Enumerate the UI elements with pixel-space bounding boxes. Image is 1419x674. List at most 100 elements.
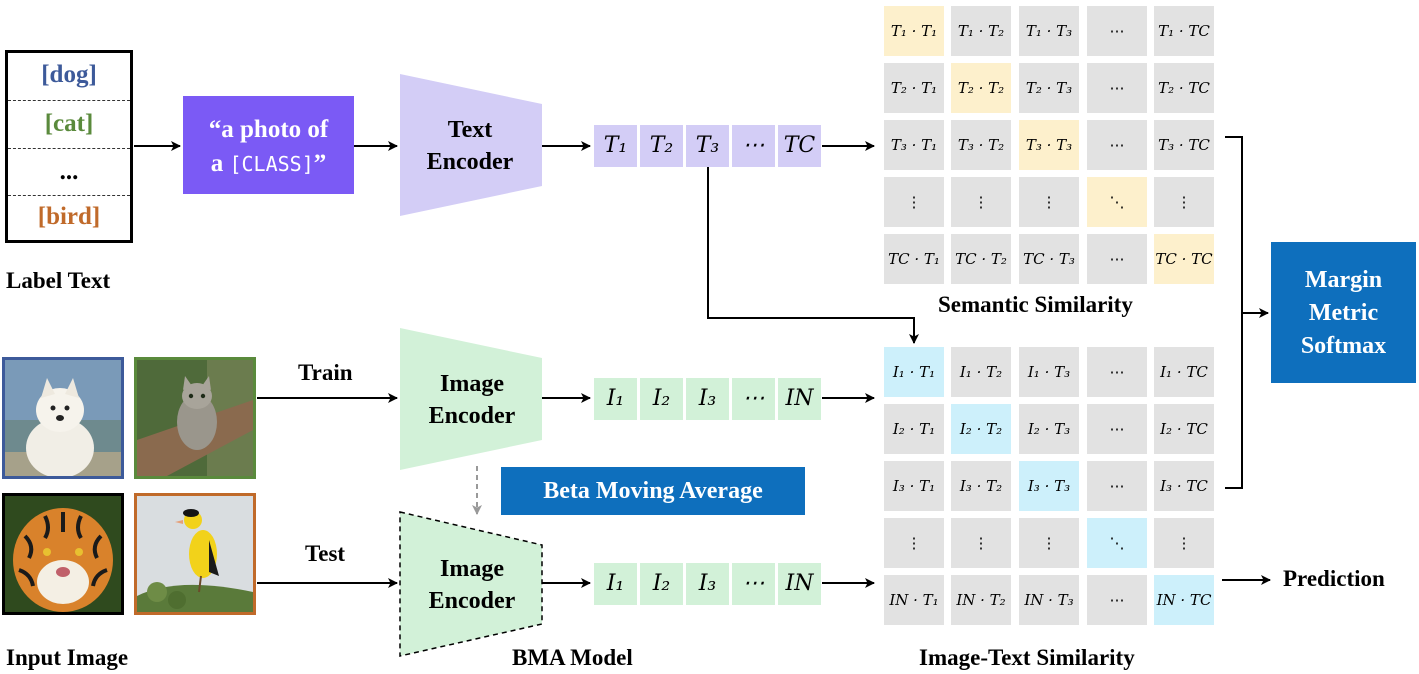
matrix-cell: ⋮ bbox=[951, 518, 1011, 568]
prediction-label: Prediction bbox=[1283, 566, 1385, 591]
matrix-cell: I₂ · T₁ bbox=[884, 404, 944, 454]
matrix-cell: I₃ · T₁ bbox=[884, 461, 944, 511]
image-encoder-shape bbox=[400, 328, 542, 470]
margin-metric-softmax-box: Margin Metric Softmax bbox=[1271, 242, 1416, 383]
matrix-cell: ⋯ bbox=[1087, 63, 1147, 113]
cat-photo bbox=[134, 357, 256, 479]
semantic-similarity-caption: Semantic Similarity bbox=[938, 292, 1133, 317]
label-text-box: [dog] [cat] ... [bird] bbox=[5, 50, 133, 243]
test-label: Test bbox=[305, 541, 346, 566]
label-bird: [bird] bbox=[37, 203, 101, 230]
matrix-cell: I₁ · T₂ bbox=[951, 347, 1011, 397]
image-token-2: I₃ bbox=[686, 563, 729, 605]
beta-moving-average-box: Beta Moving Average bbox=[501, 467, 805, 515]
matrix-cell: T𝐶 · T₃ bbox=[1019, 234, 1079, 284]
bma-model-caption: BMA Model bbox=[512, 645, 633, 670]
image-token-3: ⋯ bbox=[732, 378, 775, 420]
label-ellipsis: ... bbox=[59, 158, 79, 185]
image-token-3: ⋯ bbox=[732, 563, 775, 605]
matrix-cell: T₂ · T₃ bbox=[1019, 63, 1079, 113]
prompt-line-1: “a photo of bbox=[208, 116, 329, 143]
matrix-cell: T₁ · T₁ bbox=[884, 6, 944, 56]
text-token-3: ⋯ bbox=[732, 125, 775, 167]
image-encoder-label: Image Encoder bbox=[402, 368, 542, 432]
text-token-4: T𝐶 bbox=[778, 125, 821, 167]
matrix-cell: T₁ · T₂ bbox=[951, 6, 1011, 56]
label-text-caption: Label Text bbox=[6, 268, 111, 293]
matrix-cell: ⋮ bbox=[1019, 177, 1079, 227]
text-token-1: T₂ bbox=[640, 125, 683, 167]
matrix-cell: ⋮ bbox=[884, 177, 944, 227]
image-token-0: I₁ bbox=[594, 378, 637, 420]
bma-encoder-label: Image Encoder bbox=[402, 553, 542, 617]
bma-encoder-shape bbox=[399, 511, 543, 657]
prompt-class-token: [CLASS] bbox=[229, 152, 314, 176]
matrix-cell: T₂ · T₂ bbox=[951, 63, 1011, 113]
matrix-cell: ⋱ bbox=[1087, 518, 1147, 568]
label-divider bbox=[8, 148, 130, 149]
margin-line-1: Margin bbox=[1304, 267, 1383, 293]
image-text-similarity-caption: Image-Text Similarity bbox=[919, 645, 1135, 670]
matrix-cell: T₃ · T₂ bbox=[951, 120, 1011, 170]
bma-encoder-line-1: Image bbox=[440, 556, 504, 582]
matrix-cell: T₃ · T𝐶 bbox=[1154, 120, 1214, 170]
matrix-cell: I₁ · T𝐶 bbox=[1154, 347, 1214, 397]
label-cat: [cat] bbox=[44, 110, 94, 137]
label-divider bbox=[8, 100, 130, 101]
matrix-cell: T₃ · T₃ bbox=[1019, 120, 1079, 170]
matrix-cell: ⋯ bbox=[1087, 404, 1147, 454]
image-token-1: I₂ bbox=[640, 378, 683, 420]
prompt-line-2: a [CLASS]” bbox=[183, 147, 354, 181]
input-image-caption: Input Image bbox=[6, 645, 129, 670]
matrix-cell: T𝐶 · T₁ bbox=[884, 234, 944, 284]
image-encoder-line-1: Image bbox=[440, 371, 504, 397]
matrix-cell: T₁ · T𝐶 bbox=[1154, 6, 1214, 56]
matrix-cell: I₃ · T₂ bbox=[951, 461, 1011, 511]
text-encoder-shape bbox=[400, 74, 542, 216]
matrix-cell: T₁ · T₃ bbox=[1019, 6, 1079, 56]
matrix-cell: I𝑁 · T𝐶 bbox=[1154, 575, 1214, 625]
matrix-cell: I₂ · T₃ bbox=[1019, 404, 1079, 454]
matrix-cell: ⋮ bbox=[884, 518, 944, 568]
matrix-cell: I₁ · T₁ bbox=[884, 347, 944, 397]
matrix-cell: ⋯ bbox=[1087, 461, 1147, 511]
matrix-cell: I𝑁 · T₁ bbox=[884, 575, 944, 625]
prompt-prefix: a bbox=[210, 150, 230, 177]
cat-illustration bbox=[137, 360, 253, 476]
image-token-4: I𝑁 bbox=[778, 378, 821, 420]
bird-photo bbox=[134, 493, 256, 615]
train-label: Train bbox=[298, 360, 353, 385]
matrix-cell: T𝐶 · T₂ bbox=[951, 234, 1011, 284]
image-token-4: I𝑁 bbox=[778, 563, 821, 605]
dog-photo bbox=[2, 357, 124, 479]
margin-line-2: Metric bbox=[1308, 300, 1379, 326]
matrix-cell: T𝐶 · T𝐶 bbox=[1154, 234, 1214, 284]
prompt-template-box: “a photo of a [CLASS]” bbox=[183, 96, 354, 194]
matrix-cell: I₃ · T𝐶 bbox=[1154, 461, 1214, 511]
matrix-cell: ⋯ bbox=[1087, 6, 1147, 56]
matrix-cell: ⋮ bbox=[951, 177, 1011, 227]
matrix-cell: ⋯ bbox=[1087, 347, 1147, 397]
matrix-cell: ⋮ bbox=[1154, 518, 1214, 568]
tiger-photo bbox=[2, 493, 124, 615]
image-token-0: I₁ bbox=[594, 563, 637, 605]
matrix-cell: ⋱ bbox=[1087, 177, 1147, 227]
matrix-cell: I₂ · T𝐶 bbox=[1154, 404, 1214, 454]
text-token-0: T₁ bbox=[594, 125, 637, 167]
text-encoder-line-2: Encoder bbox=[426, 149, 514, 175]
prompt-suffix: ” bbox=[313, 150, 327, 177]
matrix-cell: I𝑁 · T₂ bbox=[951, 575, 1011, 625]
text-encoder-line-1: Text bbox=[447, 117, 493, 143]
image-token-1: I₂ bbox=[640, 563, 683, 605]
matrix-cell: T₂ · T₁ bbox=[884, 63, 944, 113]
tiger-illustration bbox=[5, 496, 121, 612]
image-encoder-line-2: Encoder bbox=[428, 403, 516, 429]
label-dog: [dog] bbox=[41, 61, 97, 88]
matrix-cell: ⋮ bbox=[1019, 518, 1079, 568]
matrix-cell: ⋯ bbox=[1087, 120, 1147, 170]
matrix-cell: I₃ · T₃ bbox=[1019, 461, 1079, 511]
label-divider bbox=[8, 195, 130, 196]
text-encoder-label: Text Encoder bbox=[400, 114, 540, 178]
matrix-cell: T₂ · T𝐶 bbox=[1154, 63, 1214, 113]
